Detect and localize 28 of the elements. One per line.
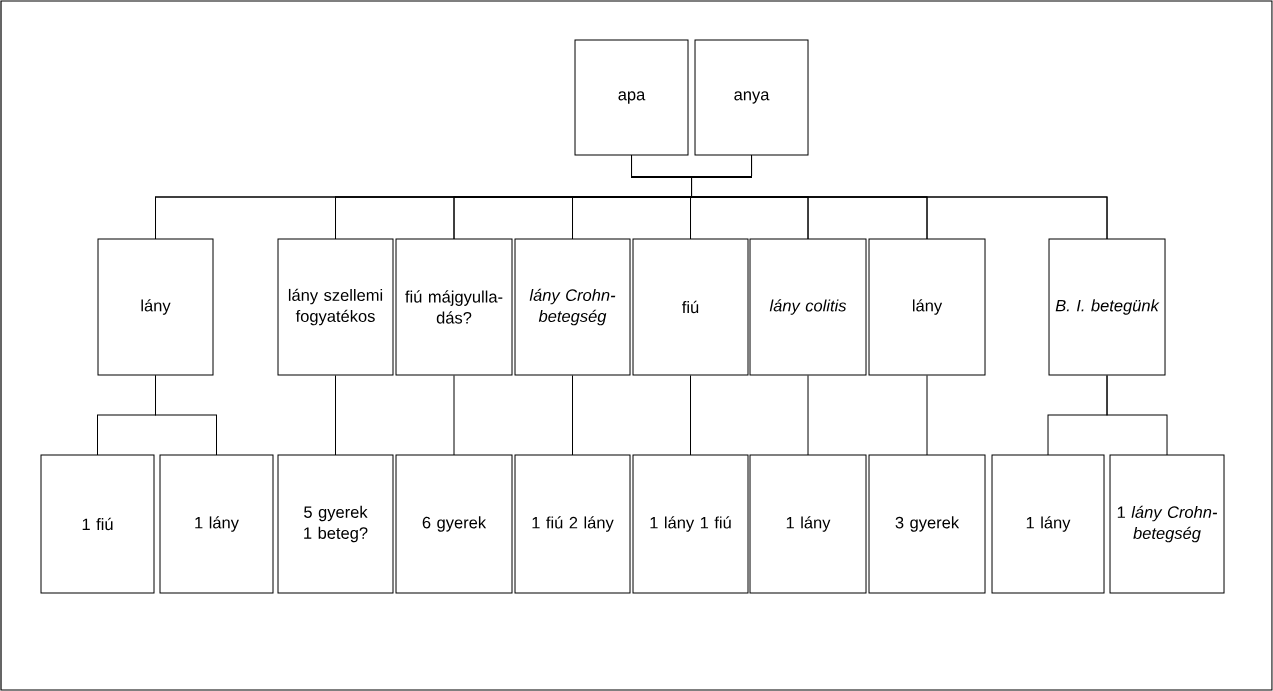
person-box: anya [694,39,809,156]
connector-line [926,375,928,456]
person-box: 6 gyerek [395,454,513,594]
person-box: B. I. betegünk [1048,238,1166,376]
person-box: lány [97,238,214,376]
connector-line [807,375,809,456]
person-box: 1 fiú 2 lány [514,454,631,594]
person-box: lány colitis [749,238,867,376]
connector-line [453,375,455,456]
person-box: 1 lány [991,454,1105,594]
person-box: 1 lány [159,454,274,594]
person-box: lány [868,238,986,376]
connector-line [335,375,336,456]
person-box: fiú májgyulla-dás? [395,238,513,376]
connector-line [690,375,691,456]
person-box: 1 lány Crohn-betegség [1109,454,1225,594]
person-box: fiú [632,238,749,376]
connector-line [572,375,573,456]
person-box: 1 lány 1 fiú [632,454,749,594]
connector-line [155,375,217,456]
person-box: 1 fiú [40,454,155,594]
person-box: 3 gyerek [868,454,986,594]
person-box: 1 lány [749,454,867,594]
person-box: 5 gyerek 1 beteg? [277,454,394,594]
connector-line [1106,375,1168,456]
person-box: lány Crohn-betegség [514,238,631,376]
person-box: lány szellemi fogyatékos [277,238,394,376]
person-box: apa [574,39,689,156]
